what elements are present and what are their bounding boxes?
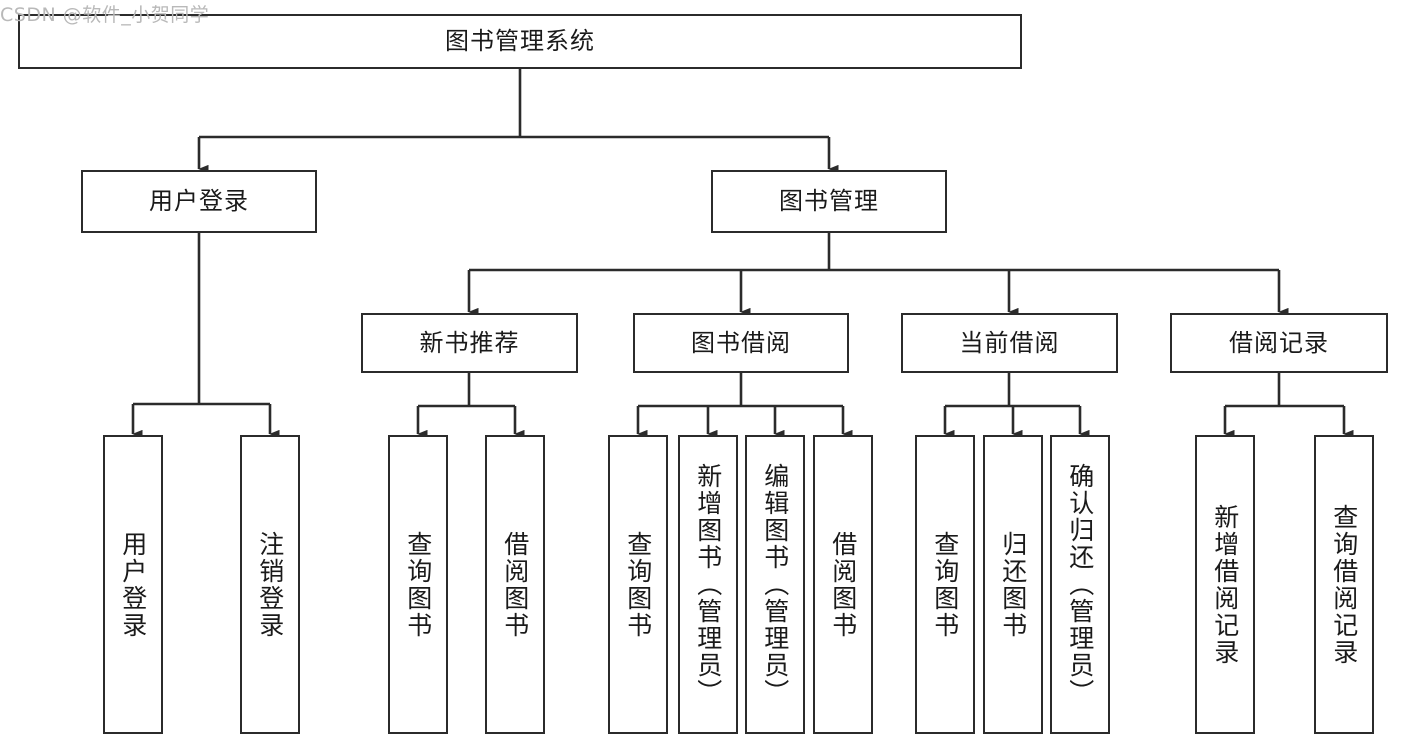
node-label: 查询图书 — [403, 530, 433, 639]
node-leaf-borrow-book-1[interactable]: 借阅图书 — [485, 435, 545, 734]
node-label: 借阅图书 — [500, 530, 530, 639]
node-label: 新书推荐 — [419, 328, 520, 357]
node-label: 借阅图书 — [828, 530, 858, 639]
node-label: 图书借阅 — [691, 328, 791, 357]
node-leaf-user-logout[interactable]: 注销登录 — [240, 435, 300, 734]
node-borrow-record[interactable]: 借阅记录 — [1170, 313, 1388, 373]
node-label: 新增图书（管理员） — [693, 463, 723, 706]
node-label: 查询图书 — [623, 530, 653, 639]
node-new-book-rec[interactable]: 新书推荐 — [361, 313, 578, 373]
node-leaf-user-login[interactable]: 用户登录 — [103, 435, 163, 734]
node-current-borrow[interactable]: 当前借阅 — [901, 313, 1118, 373]
node-user-login[interactable]: 用户登录 — [81, 170, 317, 233]
node-leaf-add-record[interactable]: 新增借阅记录 — [1195, 435, 1255, 734]
node-leaf-query-book-1[interactable]: 查询图书 — [388, 435, 448, 734]
node-label: 查询借阅记录 — [1329, 503, 1359, 666]
node-label: 用户登录 — [118, 530, 148, 639]
node-root[interactable]: 图书管理系统 — [18, 14, 1022, 69]
node-label: 图书管理 — [779, 187, 879, 216]
node-label: 编辑图书（管理员） — [760, 463, 790, 706]
edges-group — [131, 69, 1354, 439]
node-label: 归还图书 — [998, 530, 1028, 639]
node-leaf-add-book[interactable]: 新增图书（管理员） — [678, 435, 738, 734]
node-label: 用户登录 — [149, 187, 249, 216]
node-leaf-edit-book[interactable]: 编辑图书（管理员） — [745, 435, 805, 734]
node-label: 注销登录 — [255, 530, 285, 639]
node-book-borrow[interactable]: 图书借阅 — [633, 313, 849, 373]
node-label: 借阅记录 — [1229, 328, 1329, 357]
node-leaf-query-record[interactable]: 查询借阅记录 — [1314, 435, 1374, 734]
node-label: 新增借阅记录 — [1210, 503, 1240, 666]
csdn-watermark: CSDN @软件_小贺同学 — [0, 4, 210, 26]
node-leaf-return-book[interactable]: 归还图书 — [983, 435, 1043, 734]
node-label: 图书管理系统 — [445, 27, 595, 56]
node-leaf-confirm-return[interactable]: 确认归还（管理员） — [1050, 435, 1110, 734]
node-label: 确认归还（管理员） — [1065, 463, 1095, 706]
node-book-manage[interactable]: 图书管理 — [711, 170, 947, 233]
node-label: 当前借阅 — [959, 328, 1060, 357]
node-leaf-query-book-3[interactable]: 查询图书 — [915, 435, 975, 734]
node-leaf-borrow-book-2[interactable]: 借阅图书 — [813, 435, 873, 734]
node-leaf-query-book-2[interactable]: 查询图书 — [608, 435, 668, 734]
node-label: 查询图书 — [930, 530, 960, 639]
